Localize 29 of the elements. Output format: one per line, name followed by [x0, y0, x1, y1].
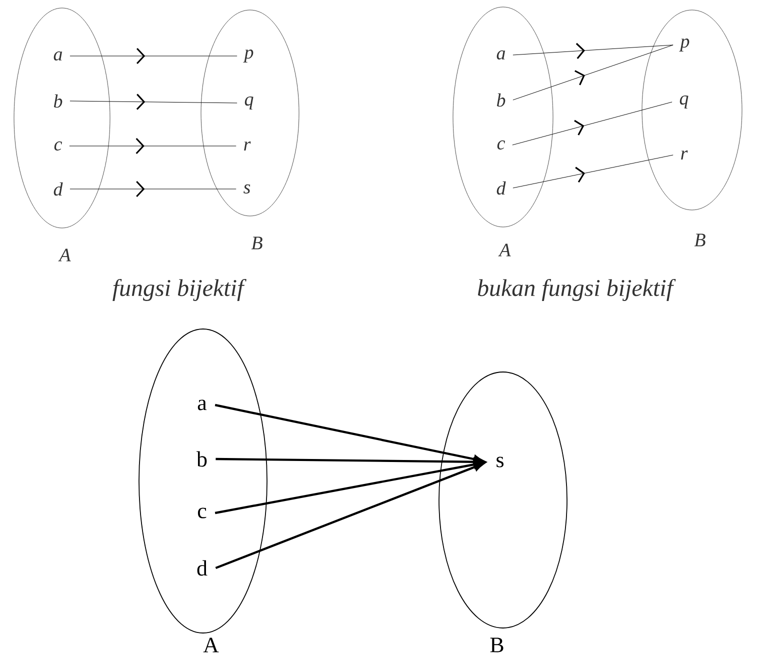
element-label: q: [680, 96, 688, 108]
element-label: d: [496, 181, 506, 195]
set-label: B: [251, 236, 262, 250]
element-label: r: [681, 150, 688, 160]
set-label: B: [490, 638, 504, 652]
element-label: r: [244, 142, 251, 150]
element-label: c: [198, 508, 206, 518]
caption-text: fungsi bijektif: [112, 279, 246, 301]
element-label: b: [496, 93, 506, 107]
element-label: d: [197, 560, 208, 576]
element-label: q: [244, 96, 254, 110]
arrow: [215, 462, 484, 570]
element-label: p: [243, 50, 254, 62]
caption-text: bukan fungsi bijektif: [478, 279, 676, 301]
element-label: b: [196, 451, 207, 467]
element-label: a: [198, 400, 207, 410]
element-label: s: [496, 456, 504, 468]
element-label: b: [54, 94, 62, 108]
set-label: A: [58, 248, 71, 262]
element-label: a: [496, 50, 506, 60]
element-label: a: [54, 51, 62, 61]
element-label: c: [54, 141, 62, 151]
element-label: s: [244, 184, 250, 194]
set-label: A: [498, 244, 511, 256]
element-label: p: [679, 38, 690, 52]
set-label: A: [203, 638, 219, 652]
element-label: d: [54, 182, 63, 196]
set-label: B: [694, 234, 706, 246]
element-label: c: [497, 140, 505, 150]
